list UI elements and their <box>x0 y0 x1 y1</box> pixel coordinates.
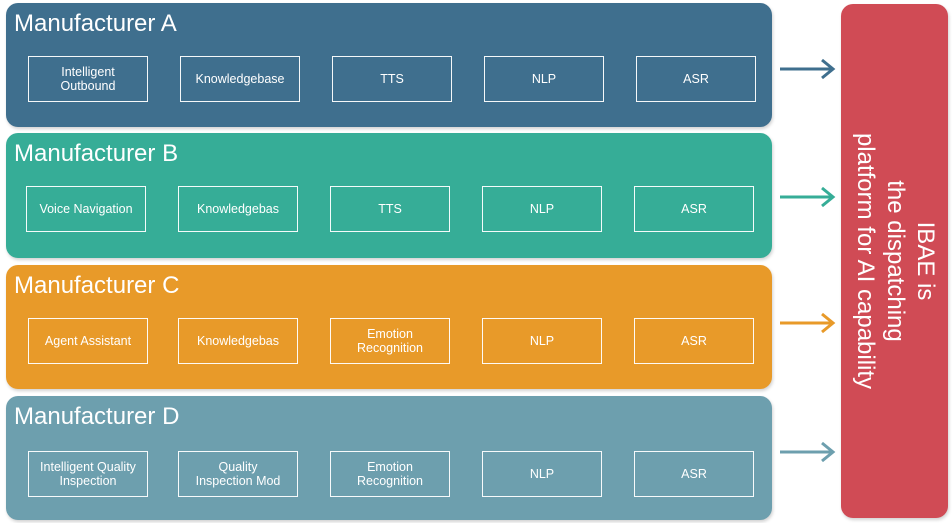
dispatch-line-2: the dispatching <box>881 180 909 342</box>
box-intelligent-outbound: Intelligent Outbound <box>28 56 148 102</box>
manufacturer-b-panel: Manufacturer B Voice Navigation Knowledg… <box>6 133 772 258</box>
box-tts: TTS <box>332 56 452 102</box>
manufacturer-d-title: Manufacturer D <box>14 403 180 430</box>
dispatch-line-1: IBAE is <box>911 221 939 301</box>
box-nlp: NLP <box>482 318 602 364</box>
manufacturer-a-title: Manufacturer A <box>14 10 177 37</box>
box-asr: ASR <box>634 318 754 364</box>
manufacturer-d-panel: Manufacturer D Intelligent Quality Inspe… <box>6 396 772 520</box>
manufacturer-b-title: Manufacturer B <box>14 140 179 167</box>
box-emotion-recognition: Emotion Recognition <box>330 318 450 364</box>
arrow-right-icon <box>780 58 836 80</box>
box-emotion-recognition: Emotion Recognition <box>330 451 450 497</box>
ibae-dispatch-text: IBAE is the dispatching platform for AI … <box>850 133 940 389</box>
arrow-right-icon <box>780 312 836 334</box>
box-nlp: NLP <box>482 451 602 497</box>
arrow-right-icon <box>780 186 836 208</box>
box-asr: ASR <box>634 186 754 232</box>
box-knowledgebase: Knowledgebas <box>178 318 298 364</box>
box-agent-assistant: Agent Assistant <box>28 318 148 364</box>
dispatch-line-3: platform for AI capability <box>851 132 879 390</box>
box-knowledgebase: Knowledgebas <box>178 186 298 232</box>
arrow-right-icon <box>780 441 836 463</box>
box-intelligent-quality-inspection: Intelligent Quality Inspection <box>28 451 148 497</box>
manufacturer-a-panel: Manufacturer A Intelligent Outbound Know… <box>6 3 772 127</box>
box-tts: TTS <box>330 186 450 232</box>
ibae-dispatch-panel: IBAE is the dispatching platform for AI … <box>841 4 948 518</box>
manufacturer-c-panel: Manufacturer C Agent Assistant Knowledge… <box>6 265 772 389</box>
box-nlp: NLP <box>484 56 604 102</box>
box-voice-navigation: Voice Navigation <box>26 186 146 232</box>
box-asr: ASR <box>636 56 756 102</box>
box-quality-inspection-mod: Quality Inspection Mod <box>178 451 298 497</box>
box-nlp: NLP <box>482 186 602 232</box>
box-asr: ASR <box>634 451 754 497</box>
box-knowledgebase: Knowledgebase <box>180 56 300 102</box>
manufacturer-c-title: Manufacturer C <box>14 272 180 299</box>
